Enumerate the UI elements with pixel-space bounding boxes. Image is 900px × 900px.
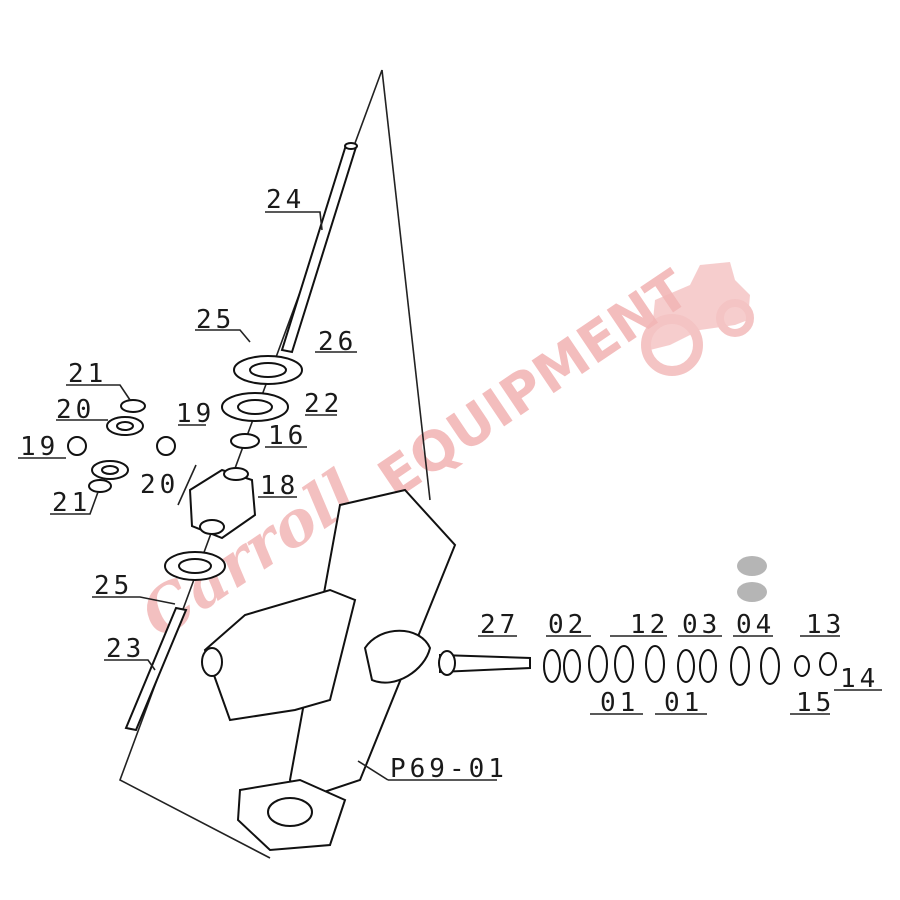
label-21-bottom: 21 — [52, 488, 91, 518]
label-19-left: 19 — [20, 432, 59, 462]
part-27-output-shaft — [438, 650, 531, 676]
part-lower-bearing — [164, 551, 226, 581]
label-24: 24 — [266, 185, 305, 215]
label-27: 27 — [480, 610, 519, 640]
label-25-top: 25 — [196, 305, 235, 335]
label-23: 23 — [106, 634, 145, 664]
label-12: 12 — [630, 610, 669, 640]
label-16: 16 — [268, 421, 307, 451]
part-21-bottom-ring — [88, 479, 112, 493]
part-20-top-gear — [106, 416, 144, 436]
label-20-top: 20 — [56, 395, 95, 425]
part-21-top-ring — [120, 399, 146, 413]
right-ring-set — [543, 645, 837, 686]
part-20-bottom-gear — [91, 460, 129, 480]
label-04: 04 — [736, 610, 775, 640]
label-15: 15 — [796, 688, 835, 718]
label-01-left: 01 — [600, 688, 639, 718]
part-22-bearing — [221, 392, 289, 422]
label-22: 22 — [304, 389, 343, 419]
label-20-bottom: 20 — [140, 470, 179, 500]
part-23-shaft — [124, 606, 188, 732]
part-26-bearing — [233, 355, 303, 385]
tractor-icon — [641, 262, 754, 376]
part-19-right-gear — [156, 436, 176, 456]
part-24-shaft — [280, 142, 358, 354]
label-13: 13 — [806, 610, 845, 640]
leader-lines — [18, 211, 882, 781]
label-19-right: 19 — [176, 399, 215, 429]
grey-dot-upper — [737, 556, 767, 576]
label-18: 18 — [260, 471, 299, 501]
part-labels: 24 25 26 22 21 20 19 16 19 18 20 21 25 2… — [20, 185, 879, 784]
label-26: 26 — [318, 327, 357, 357]
label-02: 02 — [548, 610, 587, 640]
part-18-differential-housing — [188, 467, 257, 540]
assembly-label: P69-01 — [390, 754, 508, 784]
label-21-top: 21 — [68, 359, 107, 389]
label-25-bottom: 25 — [94, 571, 133, 601]
part-16-snap-ring — [230, 433, 260, 449]
label-03: 03 — [682, 610, 721, 640]
label-01-right: 01 — [664, 688, 703, 718]
grey-dot-lower — [737, 582, 767, 602]
main-gearbox-housing — [201, 488, 457, 852]
label-14: 14 — [840, 664, 879, 694]
part-19-left-gear — [67, 436, 87, 456]
